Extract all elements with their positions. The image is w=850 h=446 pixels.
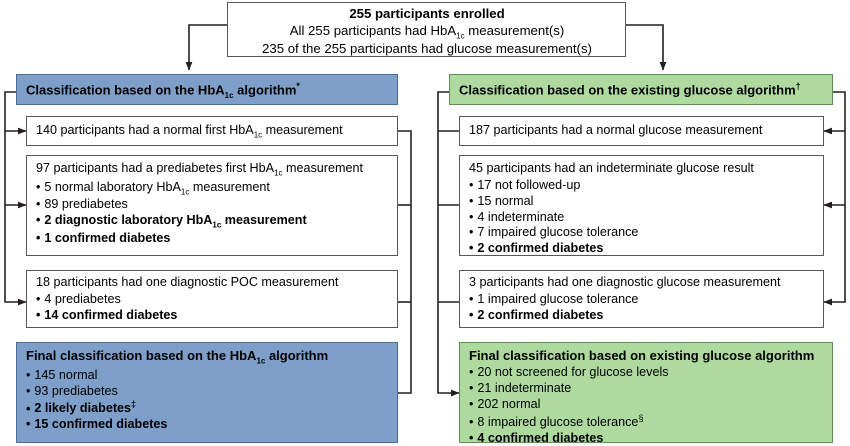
list-item: 15 confirmed diabetes — [26, 417, 389, 433]
right-box-indeterminate: 45 participants had an indeterminate glu… — [459, 155, 824, 256]
list-item: 8 impaired glucose tolerance§ — [469, 413, 824, 431]
list-item: 2 diagnostic laboratory HbA1c measuremen… — [36, 213, 389, 231]
arrow-enrolled-to-left — [185, 24, 227, 71]
left-box3-head: 18 participants had one diagnostic POC m… — [36, 275, 339, 289]
right-box-diagnostic-glucose: 3 participants had one diagnostic glucos… — [459, 270, 824, 328]
list-item: 2 confirmed diabetes — [469, 241, 815, 257]
left-algorithm-header: Classification based on the HbA1c algori… — [16, 74, 398, 105]
right-final-classification: Final classification based on existing g… — [459, 342, 833, 446]
list-item: 5 normal laboratory HbA1c measurement — [36, 180, 389, 198]
arrow-enrolled-to-right — [626, 24, 667, 71]
list-item: 202 normal — [469, 397, 824, 413]
left-box2-list: 5 normal laboratory HbA1c measurement 89… — [36, 180, 389, 247]
right-box2-list: 17 not followed-up 15 normal 4 indetermi… — [469, 178, 815, 257]
enrolled-glucose-line: 235 of the 255 participants had glucose … — [262, 41, 592, 57]
left-box3-list: 4 prediabetes 14 confirmed diabetes — [36, 292, 389, 324]
right-algorithm-header: Classification based on the existing glu… — [449, 74, 833, 105]
list-item: 20 not screened for glucose levels — [469, 365, 824, 381]
list-item: 145 normal — [26, 368, 389, 384]
left-box-normal-first: 140 participants had a normal first HbA1… — [26, 116, 398, 146]
left-box1-head: 140 participants had a normal first HbA1… — [36, 123, 343, 140]
list-item: 14 confirmed diabetes — [36, 308, 389, 324]
enrolled-hba1c-line: All 255 participants had HbA1c measureme… — [289, 22, 565, 41]
right-spine — [437, 91, 460, 397]
right-box1-head: 187 participants had a normal glucose me… — [469, 123, 763, 137]
right-header-label: Classification based on the existing glu… — [459, 81, 801, 98]
list-item: 1 confirmed diabetes — [36, 231, 389, 247]
left-final-classification: Final classification based on the HbA1c … — [16, 342, 398, 443]
left-spine — [4, 91, 27, 306]
list-item: 89 prediabetes — [36, 197, 389, 213]
list-item: 1 impaired glucose tolerance — [469, 292, 815, 308]
list-item: 2 confirmed diabetes — [469, 308, 815, 324]
left-box-prediabetes-first: 97 participants had a prediabetes first … — [26, 155, 398, 256]
enrolled-title: 255 participants enrolled — [349, 6, 505, 21]
right-final-list: 20 not screened for glucose levels 21 in… — [469, 365, 824, 446]
list-item: 4 prediabetes — [36, 292, 389, 308]
list-item: 93 prediabetes — [26, 384, 389, 400]
list-item: 4 confirmed diabetes — [469, 431, 824, 446]
list-item: 2 likely diabetes‡ — [26, 399, 389, 417]
right-box3-head: 3 participants had one diagnostic glucos… — [469, 275, 781, 289]
list-item: 4 indeterminate — [469, 210, 815, 226]
right-box-normal-glucose: 187 participants had a normal glucose me… — [459, 116, 824, 146]
right-box2-head: 45 participants had an indeterminate glu… — [469, 161, 754, 175]
right-collector — [823, 91, 846, 306]
list-item: 17 not followed-up — [469, 178, 815, 194]
left-box-diagnostic-poc: 18 participants had one diagnostic POC m… — [26, 270, 398, 328]
left-box2-head: 97 participants had a prediabetes first … — [36, 161, 363, 178]
right-final-title: Final classification based on existing g… — [469, 348, 815, 363]
left-final-list: 145 normal 93 prediabetes 2 likely diabe… — [26, 368, 389, 434]
right-box3-list: 1 impaired glucose tolerance 2 confirmed… — [469, 292, 815, 324]
list-item: 21 indeterminate — [469, 381, 824, 397]
left-final-title: Final classification based on the HbA1c … — [26, 348, 329, 366]
list-item: 15 normal — [469, 194, 815, 210]
list-item: 7 impaired glucose tolerance — [469, 225, 815, 241]
enrolled-box: 255 participants enrolled All 255 partic… — [227, 2, 626, 57]
left-header-label: Classification based on the HbA1c algori… — [26, 81, 300, 100]
